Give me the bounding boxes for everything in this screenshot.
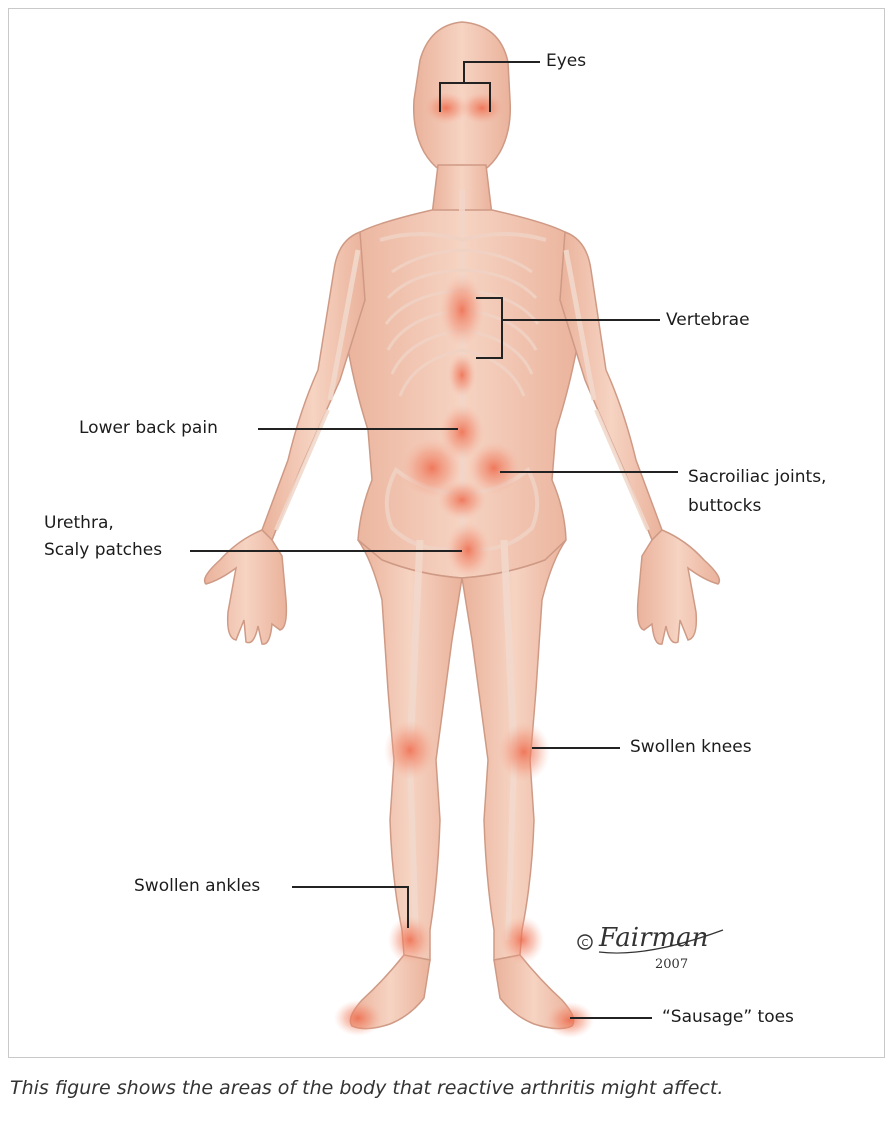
- svg-text:C: C: [582, 938, 589, 949]
- upper-spine-spot: [440, 274, 484, 346]
- mid-spine-spot: [448, 353, 476, 397]
- pelvis-low-spot: [438, 480, 486, 520]
- label-sacroiliac-line2: buttocks: [688, 495, 761, 518]
- label-swollen-ankles: Swollen ankles: [134, 875, 260, 898]
- label-lower-back-pain: Lower back pain: [79, 417, 218, 440]
- figure-caption: This figure shows the areas of the body …: [10, 1077, 723, 1099]
- ankles-line: [292, 887, 408, 928]
- artist-signature: C Fairman 2007: [577, 910, 727, 974]
- label-vertebrae: Vertebrae: [666, 309, 750, 332]
- label-sacroiliac-line1: Sacroiliac joints,: [688, 466, 826, 489]
- label-swollen-knees: Swollen knees: [630, 736, 752, 759]
- label-sausage-toes: “Sausage” toes: [662, 1006, 794, 1029]
- right-toes-spot: [546, 1002, 594, 1038]
- right-arm: [560, 232, 662, 540]
- label-urethra-line1: Urethra,: [44, 512, 114, 535]
- signature-name: Fairman: [598, 923, 708, 953]
- left-ankle-spot: [388, 916, 432, 964]
- label-eyes: Eyes: [546, 50, 586, 73]
- body-illustration: [0, 0, 895, 1060]
- left-knee-spot: [384, 720, 436, 780]
- left-hand: [205, 530, 287, 644]
- right-knee-spot: [498, 722, 550, 782]
- label-urethra-line2: Scaly patches: [44, 539, 162, 562]
- right-hand: [638, 530, 720, 644]
- right-ankle-spot: [500, 916, 544, 964]
- left-toes-spot: [334, 1000, 382, 1036]
- left-arm: [262, 232, 365, 540]
- signature-year: 2007: [655, 957, 688, 972]
- right-eye-spot: [460, 92, 504, 124]
